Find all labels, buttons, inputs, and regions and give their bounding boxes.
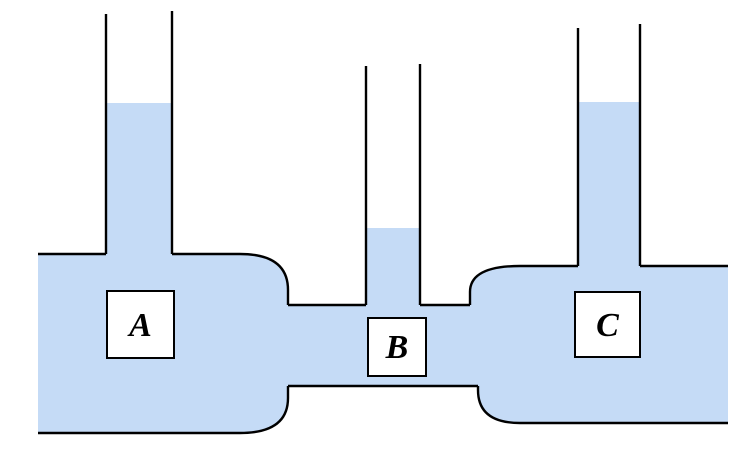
tank-a-bottom — [38, 386, 290, 435]
label-c-text: C — [596, 307, 619, 344]
label-a-box — [106, 290, 175, 359]
vessel-walls — [38, 11, 728, 435]
label-a: A — [106, 290, 175, 359]
label-a-text: A — [127, 307, 152, 344]
tank-c-top-left — [468, 264, 578, 305]
liquid-tank-a — [38, 102, 728, 433]
label-c: C — [574, 291, 641, 358]
label-b-box — [367, 317, 427, 377]
label-b-text: B — [385, 329, 409, 366]
liquid — [38, 102, 728, 433]
label-c-box — [574, 291, 641, 358]
label-b: B — [367, 317, 427, 377]
tank-a-top-right — [172, 252, 290, 305]
tank-c-bottom — [476, 386, 728, 425]
